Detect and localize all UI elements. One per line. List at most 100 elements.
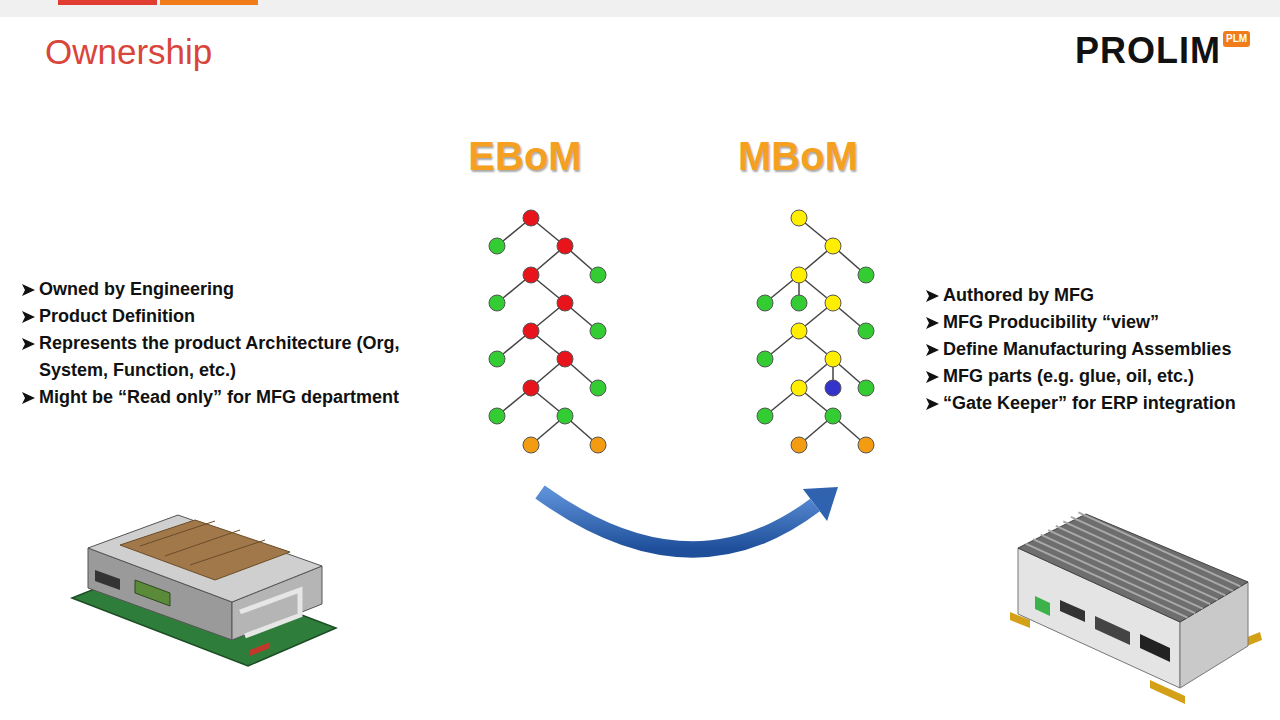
fin <box>1026 544 1188 618</box>
fin <box>1071 517 1233 591</box>
bullet-text: Represents the product Architecture (Org… <box>39 330 454 384</box>
bullet-item: Represents the product Architecture (Org… <box>22 330 454 384</box>
bom-trees <box>489 210 874 453</box>
logo-text: PROLIM <box>1075 30 1221 72</box>
tree-item <box>590 380 606 396</box>
bullet-item: Product Definition <box>22 303 454 330</box>
plate-line <box>190 540 265 565</box>
arrow-shaft <box>540 492 815 549</box>
slide-title: Ownership <box>45 32 212 72</box>
bullet-arrow-shape <box>926 398 939 410</box>
tree-item <box>791 380 807 396</box>
mbom-tree <box>757 210 874 453</box>
tree-item <box>489 408 505 424</box>
tree-item <box>791 437 807 453</box>
arrow-head <box>803 487 838 521</box>
fin <box>1048 530 1210 604</box>
tree-item <box>489 295 505 311</box>
tree-item <box>523 323 539 339</box>
tree-item <box>791 267 807 283</box>
tree-item <box>523 210 539 226</box>
tree-item <box>590 267 606 283</box>
transfer-arrow <box>540 487 838 549</box>
bullet-arrow-shape <box>926 317 939 329</box>
bullet-arrow <box>926 344 940 356</box>
bullet-arrow <box>22 338 36 350</box>
tree-item <box>757 408 773 424</box>
bullet-arrow <box>22 311 36 323</box>
tree-item <box>757 351 773 367</box>
ebom-tree <box>489 210 606 453</box>
port <box>1140 634 1170 662</box>
terminal-block <box>1035 596 1050 616</box>
heatsink-fins <box>1026 512 1241 617</box>
pcb-part <box>250 642 270 656</box>
tree-item <box>791 323 807 339</box>
ribbon-cable <box>240 590 300 636</box>
bullet-arrow <box>926 371 940 383</box>
bullet-item: “Gate Keeper” for ERP integration <box>926 390 1272 417</box>
tree-item <box>557 351 573 367</box>
bullet-item: MFG parts (e.g. glue, oil, etc.) <box>926 363 1272 390</box>
tree-item <box>489 238 505 254</box>
bullet-text: Define Manufacturing Assemblies <box>943 336 1231 363</box>
bullet-arrow-shape <box>22 338 35 350</box>
tree-item <box>590 323 606 339</box>
tree-item <box>791 210 807 226</box>
tree-item <box>858 267 874 283</box>
accent-bar <box>160 0 258 5</box>
top-band <box>0 0 1280 17</box>
bom-heading: EBoM <box>468 134 581 179</box>
bom-heading: MBoM <box>738 134 858 179</box>
tree-item <box>489 351 505 367</box>
heatsink-top <box>1018 514 1248 622</box>
enclosure-picture <box>1010 512 1262 704</box>
bullet-arrow <box>926 317 940 329</box>
bullet-arrow <box>926 290 940 302</box>
logo-badge: PLM <box>1223 31 1250 47</box>
bullet-item: Authored by MFG <box>926 282 1272 309</box>
tree-item <box>757 295 773 311</box>
tree-item <box>523 437 539 453</box>
perforated-plate <box>120 520 290 580</box>
tree-item <box>825 238 841 254</box>
bullet-arrow <box>926 398 940 410</box>
bullet-list: Authored by MFGMFG Producibility “view”D… <box>926 282 1272 417</box>
fin <box>1033 539 1195 613</box>
tree-item <box>858 380 874 396</box>
bullet-text: “Gate Keeper” for ERP integration <box>943 390 1236 417</box>
tree-item <box>590 437 606 453</box>
tree-item <box>557 408 573 424</box>
fin <box>1056 526 1218 600</box>
tree-item <box>557 238 573 254</box>
bullet-arrow-shape <box>22 392 35 404</box>
bullet-item: MFG Producibility “view” <box>926 309 1272 336</box>
tree-item <box>523 267 539 283</box>
bullet-list: Owned by EngineeringProduct DefinitionRe… <box>22 276 454 411</box>
tree-item <box>557 295 573 311</box>
pcb-assembly-picture <box>72 515 336 666</box>
bullet-arrow-shape <box>22 311 35 323</box>
bullet-item: Define Manufacturing Assemblies <box>926 336 1272 363</box>
bullet-text: Might be “Read only” for MFG department <box>39 384 399 411</box>
tree-item <box>825 408 841 424</box>
tree-item <box>791 295 807 311</box>
port <box>1060 600 1085 622</box>
bullet-text: Authored by MFG <box>943 282 1094 309</box>
fin <box>1078 512 1240 586</box>
bullet-arrow-shape <box>926 371 939 383</box>
bullet-arrow <box>22 284 36 296</box>
tree-item <box>825 380 841 396</box>
bullet-text: Product Definition <box>39 303 195 330</box>
accent-bar <box>58 0 157 5</box>
bullet-arrow-shape <box>926 344 939 356</box>
tree-item <box>825 351 841 367</box>
connector <box>135 580 170 606</box>
bullet-text: MFG Producibility “view” <box>943 309 1159 336</box>
bullet-item: Owned by Engineering <box>22 276 454 303</box>
tree-item <box>858 323 874 339</box>
bullet-item: Might be “Read only” for MFG department <box>22 384 454 411</box>
fin <box>1041 535 1203 609</box>
fin <box>1063 521 1225 595</box>
